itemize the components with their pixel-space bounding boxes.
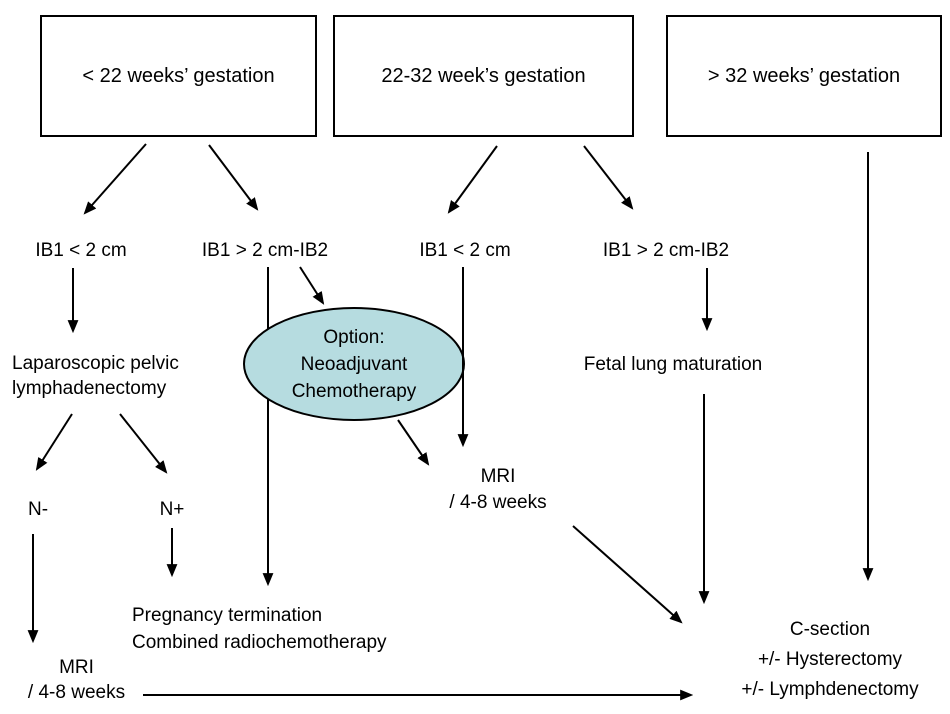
c-section-line-1: C-section	[789, 619, 871, 640]
stage-label-ib1-lt2cm-left: IB1 < 2 cm	[35, 240, 127, 261]
node-positive-label: N+	[159, 499, 185, 520]
arrow-2232-to-ib1-gt2cm	[583, 145, 634, 210]
arrow-lymphadenectomy-to-n-negative	[35, 413, 73, 471]
c-section-line-2: +/- Hysterectomy	[757, 649, 903, 670]
lymphadenectomy-node: Laparoscopic pelvic lymphadenectomy	[12, 351, 242, 401]
mri-left-line-1: MRI	[59, 657, 94, 678]
mri-mid-line-1: MRI	[480, 466, 516, 487]
chemo-option-node: Option: Neoadjuvant Chemotherapy	[244, 308, 464, 420]
arrow-lt22-to-ib1-gt2cm	[208, 144, 259, 211]
fetal-lung-node: Fetal lung maturation	[583, 354, 763, 375]
arrow-mri-mid-to-c-section	[572, 525, 683, 624]
stage-label-ib1-gt2cm-left: IB1 > 2 cm-IB2	[201, 240, 329, 261]
c-section-line-3: +/- Lymphdenectomy	[741, 679, 919, 700]
mri-mid-line-2: / 4-8 weeks	[449, 492, 547, 513]
arrow-ib1-gt2cm-to-chemo-option	[299, 266, 325, 305]
termination-line-1: Pregnancy termination	[132, 605, 323, 626]
chemo-option-line-2: Neoadjuvant	[300, 353, 408, 375]
mri-left-node: MRI / 4-8 weeks	[4, 655, 149, 705]
arrow-2232-to-ib1-lt2cm	[447, 145, 498, 214]
gestation-box-lt22-label: < 22 weeks’ gestation	[82, 64, 275, 87]
gestation-box-22-32: 22-32 week’s gestation	[333, 15, 634, 137]
gestation-box-gt32-label: > 32 weeks’ gestation	[707, 64, 901, 87]
lymphadenectomy-line-1: Laparoscopic pelvic	[12, 353, 179, 374]
stage-label-ib1-lt2cm-mid: IB1 < 2 cm	[419, 240, 511, 261]
mri-left-line-2: / 4-8 weeks	[27, 682, 126, 703]
gestation-box-lt22: < 22 weeks’ gestation	[40, 15, 317, 137]
arrow-chemo-option-to-mri	[397, 419, 430, 466]
arrow-lymphadenectomy-to-n-positive	[119, 413, 168, 474]
termination-node: Pregnancy termination Combined radiochem…	[132, 602, 432, 656]
node-negative-label: N-	[27, 499, 49, 520]
mri-mid-node: MRI / 4-8 weeks	[408, 464, 588, 516]
chemo-option-line-1: Option:	[323, 326, 385, 348]
gestation-box-gt32: > 32 weeks’ gestation	[666, 15, 942, 137]
lymphadenectomy-line-2: lymphadenectomy	[12, 378, 167, 399]
arrow-lt22-to-ib1-lt2cm	[83, 143, 147, 215]
gestation-box-22-32-label: 22-32 week’s gestation	[381, 64, 586, 87]
termination-line-2: Combined radiochemotherapy	[132, 632, 387, 653]
stage-label-ib1-gt2cm-right: IB1 > 2 cm-IB2	[602, 240, 730, 261]
chemo-option-line-3: Chemotherapy	[291, 380, 417, 402]
c-section-node: C-section +/- Hysterectomy +/- Lymphdene…	[710, 615, 950, 705]
